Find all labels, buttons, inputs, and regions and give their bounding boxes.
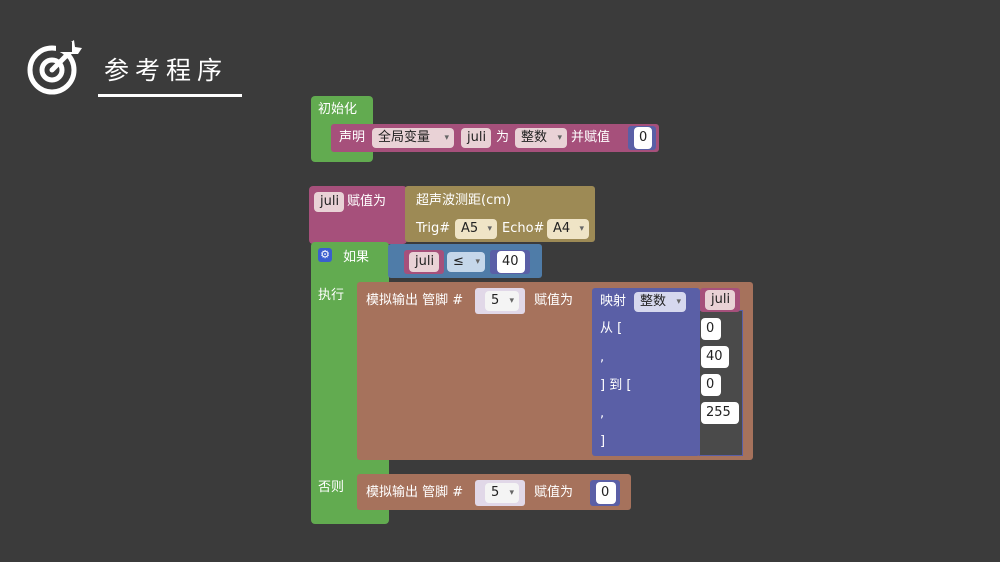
compare-value-field[interactable]: 40 [497, 251, 525, 273]
assign-label: 并赋值 [571, 130, 611, 145]
trig-pin-dropdown[interactable]: A5 [455, 219, 497, 239]
init-label: 初始化 [318, 102, 358, 117]
analog-write-label-1: 模拟输出 管脚 # [366, 293, 464, 308]
comma-2: , [600, 406, 605, 421]
page-title: 参考程序 [104, 56, 229, 85]
to-label: ] 到 [ [600, 378, 632, 393]
assign-var-field[interactable]: juli [314, 192, 344, 212]
as-label: 为 [496, 130, 510, 145]
analog-assign-label-2: 赋值为 [534, 485, 574, 500]
do-label: 执行 [318, 288, 345, 303]
ultrasonic-label: 超声波测距(cm) [416, 193, 511, 208]
echo-pin-dropdown[interactable]: A4 [547, 219, 589, 239]
target-icon [27, 40, 82, 95]
declare-label: 声明 [339, 130, 366, 145]
init-value-field[interactable]: 0 [634, 127, 652, 149]
map-block[interactable] [592, 288, 700, 456]
from-low-field[interactable]: 0 [701, 318, 721, 340]
to-high-field[interactable]: 255 [701, 402, 739, 424]
type-dropdown[interactable]: 整数 [515, 128, 567, 148]
pin-dropdown-1[interactable]: 5 [485, 291, 519, 311]
echo-label: Echo# [502, 221, 545, 236]
gear-icon[interactable]: ⚙ [318, 248, 332, 262]
else-value-field[interactable]: 0 [596, 482, 616, 504]
map-label: 映射 [600, 294, 627, 309]
analog-assign-label-1: 赋值为 [534, 293, 574, 308]
close-bracket: ] [600, 434, 606, 449]
trig-label: Trig# [416, 221, 451, 236]
scope-dropdown[interactable]: 全局变量 [372, 128, 454, 148]
analog-write-label-2: 模拟输出 管脚 # [366, 485, 464, 500]
var-name-field[interactable]: juli [461, 128, 491, 148]
else-label: 否则 [318, 480, 345, 495]
comma-1: , [600, 350, 605, 365]
map-var-field[interactable]: juli [705, 290, 735, 310]
pin-dropdown-2[interactable]: 5 [485, 483, 519, 503]
to-low-field[interactable]: 0 [701, 374, 721, 396]
operator-dropdown[interactable]: ≤ [447, 252, 485, 272]
compare-var-field[interactable]: juli [409, 252, 439, 272]
if-label: 如果 [343, 250, 370, 265]
map-type-dropdown[interactable]: 整数 [634, 292, 686, 312]
from-label: 从 [ [600, 321, 623, 336]
title-underline [98, 94, 242, 97]
assign-to-label: 赋值为 [347, 194, 387, 209]
from-high-field[interactable]: 40 [701, 346, 729, 368]
